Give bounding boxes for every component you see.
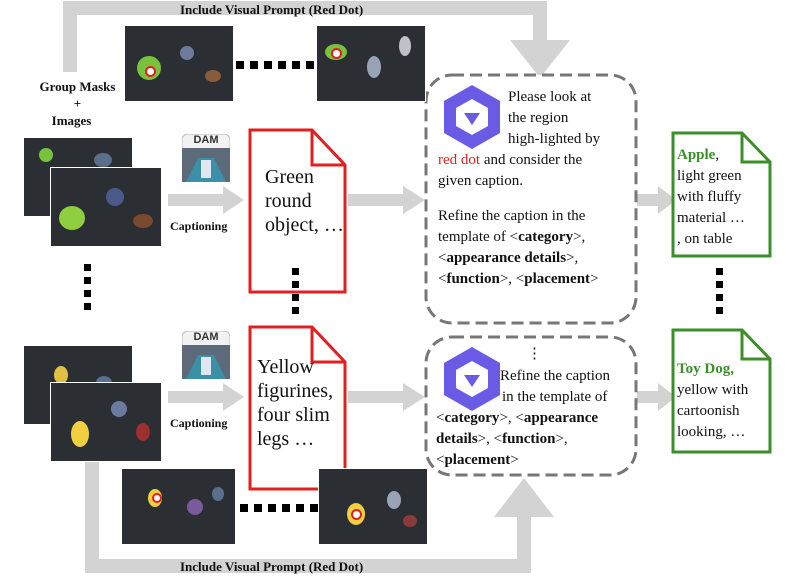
prompt-text-bottom-intro: Refine the caption in the template of bbox=[500, 366, 610, 408]
category-token: category bbox=[518, 229, 574, 245]
output-line: yellow with bbox=[677, 382, 749, 398]
dam-model-icon-bottom: DAM bbox=[181, 330, 231, 380]
prompt-line: given caption. bbox=[438, 173, 523, 189]
prompt-text-top-intro: Please look at the region high-lighted b… bbox=[508, 87, 600, 150]
prompt-fragment: >, bbox=[555, 431, 568, 447]
prompt-fragment: < bbox=[438, 271, 447, 287]
caption-line: Green bbox=[265, 166, 314, 188]
prompt-line: in the template of bbox=[502, 389, 608, 405]
output-category: Toy Dog, bbox=[677, 361, 734, 377]
prompt-fragment: >, bbox=[566, 250, 579, 266]
caption-doc-top bbox=[248, 128, 347, 294]
bottom-loop-arrow bbox=[85, 462, 531, 573]
input-label: Group Masks + Images bbox=[30, 78, 125, 129]
left-vertical-ellipsis bbox=[84, 264, 91, 310]
prompt-line: details>, <function>, bbox=[436, 429, 598, 450]
input-label-line2: + bbox=[73, 96, 82, 111]
output-text-bottom: Toy Dog, yellow with cartoonish looking,… bbox=[677, 359, 748, 443]
category-token: category bbox=[444, 410, 500, 426]
output-doc-top bbox=[671, 131, 772, 258]
prompt-fragment: > bbox=[590, 271, 599, 287]
top-loop-label: Include Visual Prompt (Red Dot) bbox=[180, 2, 364, 17]
caption-line: round bbox=[265, 190, 312, 212]
prompt-fragment: < bbox=[438, 250, 447, 266]
caption-line: Yellow bbox=[257, 356, 314, 378]
prompt-line: <function>, <placement> bbox=[438, 269, 599, 290]
dam-badge: DAM bbox=[193, 134, 219, 146]
top-loop-arrowhead bbox=[510, 40, 570, 78]
caption-line: four slim bbox=[257, 404, 330, 426]
function-token: function bbox=[446, 271, 500, 287]
output-category: Apple bbox=[677, 147, 716, 163]
prompt-fragment: and consider the bbox=[480, 152, 583, 168]
appearance-token: details bbox=[436, 431, 478, 447]
input-image-bottom-front bbox=[50, 382, 162, 462]
output-line: light green bbox=[677, 168, 742, 184]
prompt-text-top-body: red dot and consider the given caption. … bbox=[438, 150, 599, 290]
captioning-label-top: Captioning bbox=[170, 219, 228, 233]
caption-text-top: Green round object, … bbox=[265, 165, 344, 237]
visual-prompt-image-top-2 bbox=[316, 25, 426, 102]
output-fragment: , bbox=[715, 147, 720, 163]
output-line: looking, … bbox=[677, 424, 746, 440]
dam-badge-bottom: DAM bbox=[193, 331, 219, 343]
caption-doc-bottom bbox=[248, 325, 347, 491]
function-token: function bbox=[502, 431, 556, 447]
prompt-fragment: >, < bbox=[499, 410, 524, 426]
prompt-ellipsis: ⋮ bbox=[527, 346, 542, 362]
prompt-fragment: > bbox=[510, 452, 519, 468]
prompt-line: Please look at bbox=[508, 89, 592, 105]
input-label-line3: Images bbox=[51, 113, 92, 128]
caption-line: figurines, bbox=[257, 380, 334, 402]
prompt-fragment: >, < bbox=[477, 431, 503, 447]
prompt-line: <appearance details>, bbox=[438, 248, 599, 269]
bottom-loop-arrowhead bbox=[494, 478, 554, 517]
output-line: , on table bbox=[677, 231, 733, 247]
prompt-line: <placement> bbox=[436, 450, 598, 471]
qwen-logo-icon bbox=[444, 85, 500, 149]
caption-text-bottom: Yellow figurines, four slim legs … bbox=[257, 355, 333, 451]
caption-line: legs … bbox=[257, 428, 315, 450]
prompt-fragment: < bbox=[436, 410, 445, 426]
prompt-text-bottom-body: <category>, <appearance details>, <funct… bbox=[436, 408, 598, 471]
dam-model-icon-top: DAM bbox=[181, 133, 231, 183]
visual-prompt-image-top-1 bbox=[124, 25, 234, 102]
top-loop-arrow bbox=[63, 1, 547, 72]
prompt-fragment: >, < bbox=[499, 271, 525, 287]
output-line: with fluffy bbox=[677, 189, 742, 205]
appearance-token: appearance bbox=[523, 410, 599, 426]
captioning-label-bottom: Captioning bbox=[170, 416, 228, 430]
output-line: cartoonish bbox=[677, 403, 740, 419]
visual-prompt-image-bottom-2 bbox=[318, 468, 428, 545]
output-line: Apple, bbox=[677, 145, 745, 166]
input-image-top-front bbox=[50, 167, 162, 247]
prompt-line: high-lighted by bbox=[508, 131, 601, 147]
output-text-top: Apple, light green with fluffy material … bbox=[677, 145, 745, 250]
visual-prompt-image-bottom-1 bbox=[121, 468, 236, 545]
appearance-token: appearance details bbox=[446, 250, 567, 266]
placement-token: placement bbox=[524, 271, 591, 287]
prompt-fragment: < bbox=[436, 452, 445, 468]
placement-token: placement bbox=[444, 452, 511, 468]
prompt-line: red dot and consider the bbox=[438, 150, 599, 171]
prompt-fragment: >, bbox=[573, 229, 586, 245]
output-vertical-ellipsis bbox=[716, 268, 723, 314]
prompt-line: the region bbox=[508, 110, 569, 126]
prompt-line: template of <category>, bbox=[438, 227, 599, 248]
input-label-line1: Group Masks bbox=[39, 79, 116, 94]
prompt-line: Refine the caption bbox=[500, 368, 610, 384]
prompt-line: <category>, <appearance bbox=[436, 408, 598, 429]
red-dot-text: red dot bbox=[438, 152, 481, 168]
output-line: material … bbox=[677, 210, 745, 226]
qwen-logo-icon-bottom bbox=[444, 347, 500, 411]
caption-vertical-ellipsis bbox=[292, 268, 299, 314]
prompt-line: Refine the caption in the bbox=[438, 208, 586, 224]
bottom-loop-label: Include Visual Prompt (Red Dot) bbox=[180, 559, 364, 574]
caption-line: object, … bbox=[265, 214, 344, 236]
prompt-fragment: template of < bbox=[438, 229, 519, 245]
